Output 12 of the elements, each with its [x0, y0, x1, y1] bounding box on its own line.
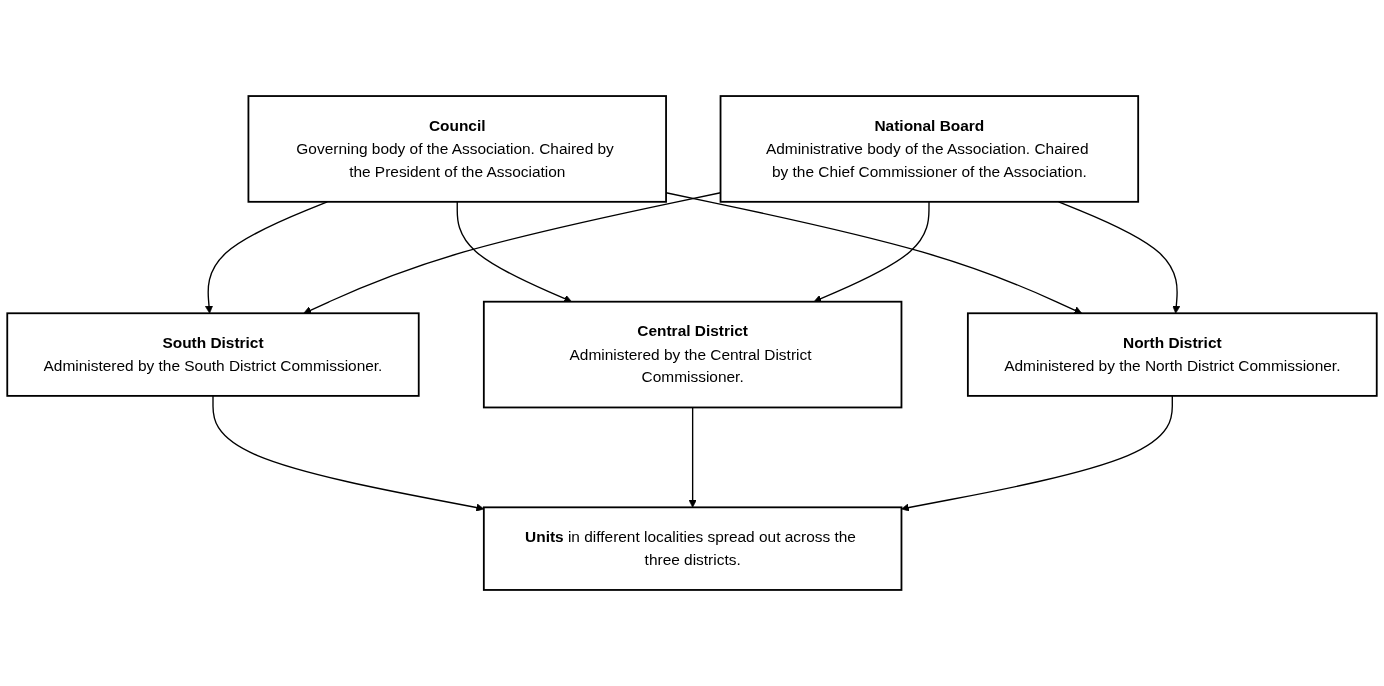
arrow [688, 406, 697, 508]
node-box: North District Administered by the North District Commissioner. [966, 312, 1378, 397]
arrow [901, 395, 1173, 512]
arrow [813, 201, 930, 303]
node-box: South District Administered by the South District Commissioner. [6, 312, 420, 397]
arrow [456, 201, 572, 303]
node-box: Council Governing body of the Association. Chaired by the President of the Association [247, 95, 667, 203]
node-box: Units in different localities spread out across the three districts. [482, 506, 903, 591]
arrow [205, 201, 328, 314]
arrow [212, 395, 485, 512]
node-box: National Board Administrative body of the Association. Chaired by the Chief Commissioner of the Association. [719, 95, 1140, 203]
node-box: Central District Administered by the Central District Commissioner. [482, 300, 903, 409]
